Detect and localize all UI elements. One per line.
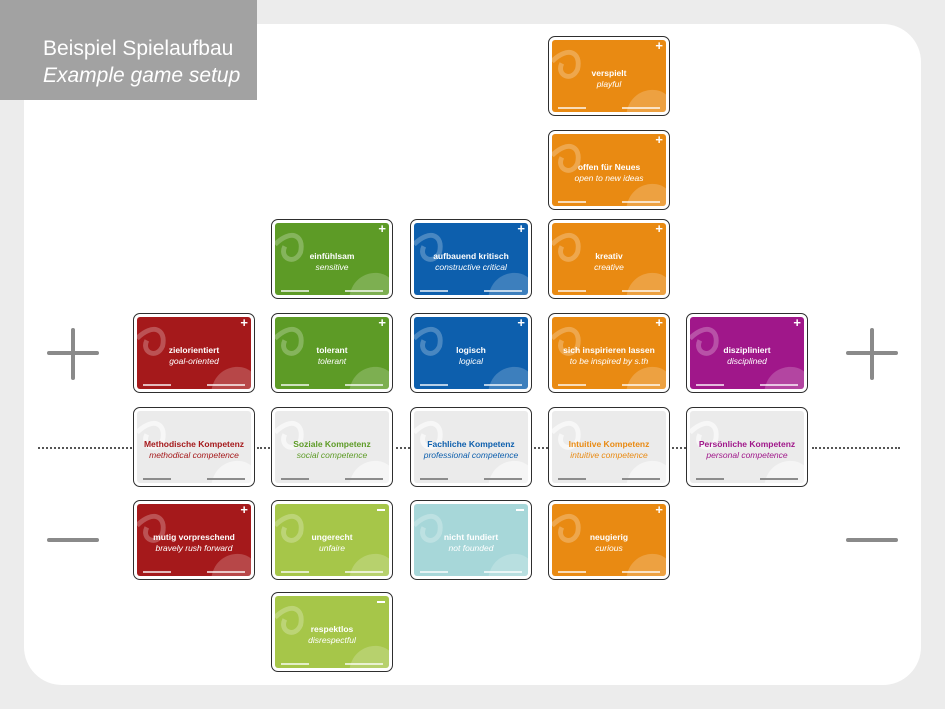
category-subtitle: intuitive competence	[570, 450, 648, 460]
card-plus-icon: +	[240, 317, 248, 330]
trait-title: neugierig	[589, 532, 629, 542]
category-title: Persönliche Kompetenz	[698, 439, 796, 449]
trait-title: tolerant	[316, 345, 348, 355]
divider-dots-left	[38, 447, 132, 449]
trait-title: aufbauend kritisch	[433, 251, 509, 261]
minus-icon-right	[846, 538, 898, 542]
trait-title: diszipliniert	[723, 345, 771, 355]
category-title: Soziale Kompetenz	[293, 439, 371, 449]
trait-subtitle: open to new ideas	[574, 173, 644, 183]
divider-dots-gap-4	[672, 447, 686, 449]
category-subtitle: professional competence	[423, 450, 519, 460]
plus-icon-right	[846, 328, 898, 380]
trait-subtitle: to be inspired by s.th	[569, 356, 649, 366]
card-plus-icon: +	[378, 317, 386, 330]
card-plus-icon: +	[793, 317, 801, 330]
trait-title: respektlos	[310, 624, 354, 634]
card-plus-icon: +	[517, 223, 525, 236]
card-minus-icon	[377, 601, 385, 603]
divider-dots-right	[812, 447, 900, 449]
trait-title: nicht fundiert	[443, 532, 499, 542]
category-subtitle: social competence	[296, 450, 368, 460]
card-plus-icon: +	[655, 504, 663, 517]
card-minus-icon	[516, 509, 524, 511]
title-german: Beispiel Spielaufbau	[43, 37, 234, 60]
trait-subtitle: unfaire	[319, 543, 345, 553]
trait-subtitle: not founded	[448, 543, 494, 553]
trait-title: verspielt	[591, 68, 627, 78]
trait-title: ungerecht	[311, 532, 353, 542]
trait-subtitle: bravely rush forward	[155, 543, 233, 553]
trait-subtitle: constructive critical	[435, 262, 507, 272]
trait-title: sich inspirieren lassen	[563, 345, 655, 355]
category-title: Methodische Kompetenz	[143, 439, 245, 449]
trait-subtitle: logical	[458, 356, 484, 366]
card-plus-icon: +	[655, 317, 663, 330]
trait-title: zielorientiert	[168, 345, 220, 355]
trait-title: logisch	[456, 345, 486, 355]
trait-title: offen für Neues	[577, 162, 641, 172]
trait-subtitle: tolerant	[317, 356, 347, 366]
card-plus-icon: +	[378, 223, 386, 236]
minus-icon-left	[47, 538, 99, 542]
card-plus-icon: +	[240, 504, 248, 517]
card-plus-icon: +	[517, 317, 525, 330]
trait-subtitle: sensitive	[315, 262, 349, 272]
card-minus-icon	[377, 509, 385, 511]
card-plus-icon: +	[655, 223, 663, 236]
plus-icon-left	[47, 328, 99, 380]
category-subtitle: methodical competence	[149, 450, 239, 460]
divider-dots-gap-3	[534, 447, 548, 449]
trait-subtitle: curious	[595, 543, 623, 553]
trait-subtitle: disciplined	[727, 356, 767, 366]
divider-dots-gap-2	[396, 447, 410, 449]
trait-subtitle: disrespectful	[308, 635, 356, 645]
card-plus-icon: +	[655, 40, 663, 53]
trait-subtitle: playful	[596, 79, 622, 89]
trait-title: kreativ	[595, 251, 623, 261]
title-box: Beispiel Spielaufbau Example game setup	[0, 0, 257, 100]
trait-subtitle: creative	[594, 262, 624, 272]
title-english: Example game setup	[43, 64, 241, 87]
category-subtitle: personal competence	[706, 450, 788, 460]
divider-dots-gap-1	[257, 447, 273, 449]
category-title: Fachliche Kompetenz	[427, 439, 515, 449]
trait-title: mutig vorpreschend	[153, 532, 235, 542]
card-plus-icon: +	[655, 134, 663, 147]
trait-title: einfühlsam	[309, 251, 355, 261]
category-title: Intuitive Kompetenz	[568, 439, 650, 449]
trait-subtitle: goal-oriented	[169, 356, 219, 366]
